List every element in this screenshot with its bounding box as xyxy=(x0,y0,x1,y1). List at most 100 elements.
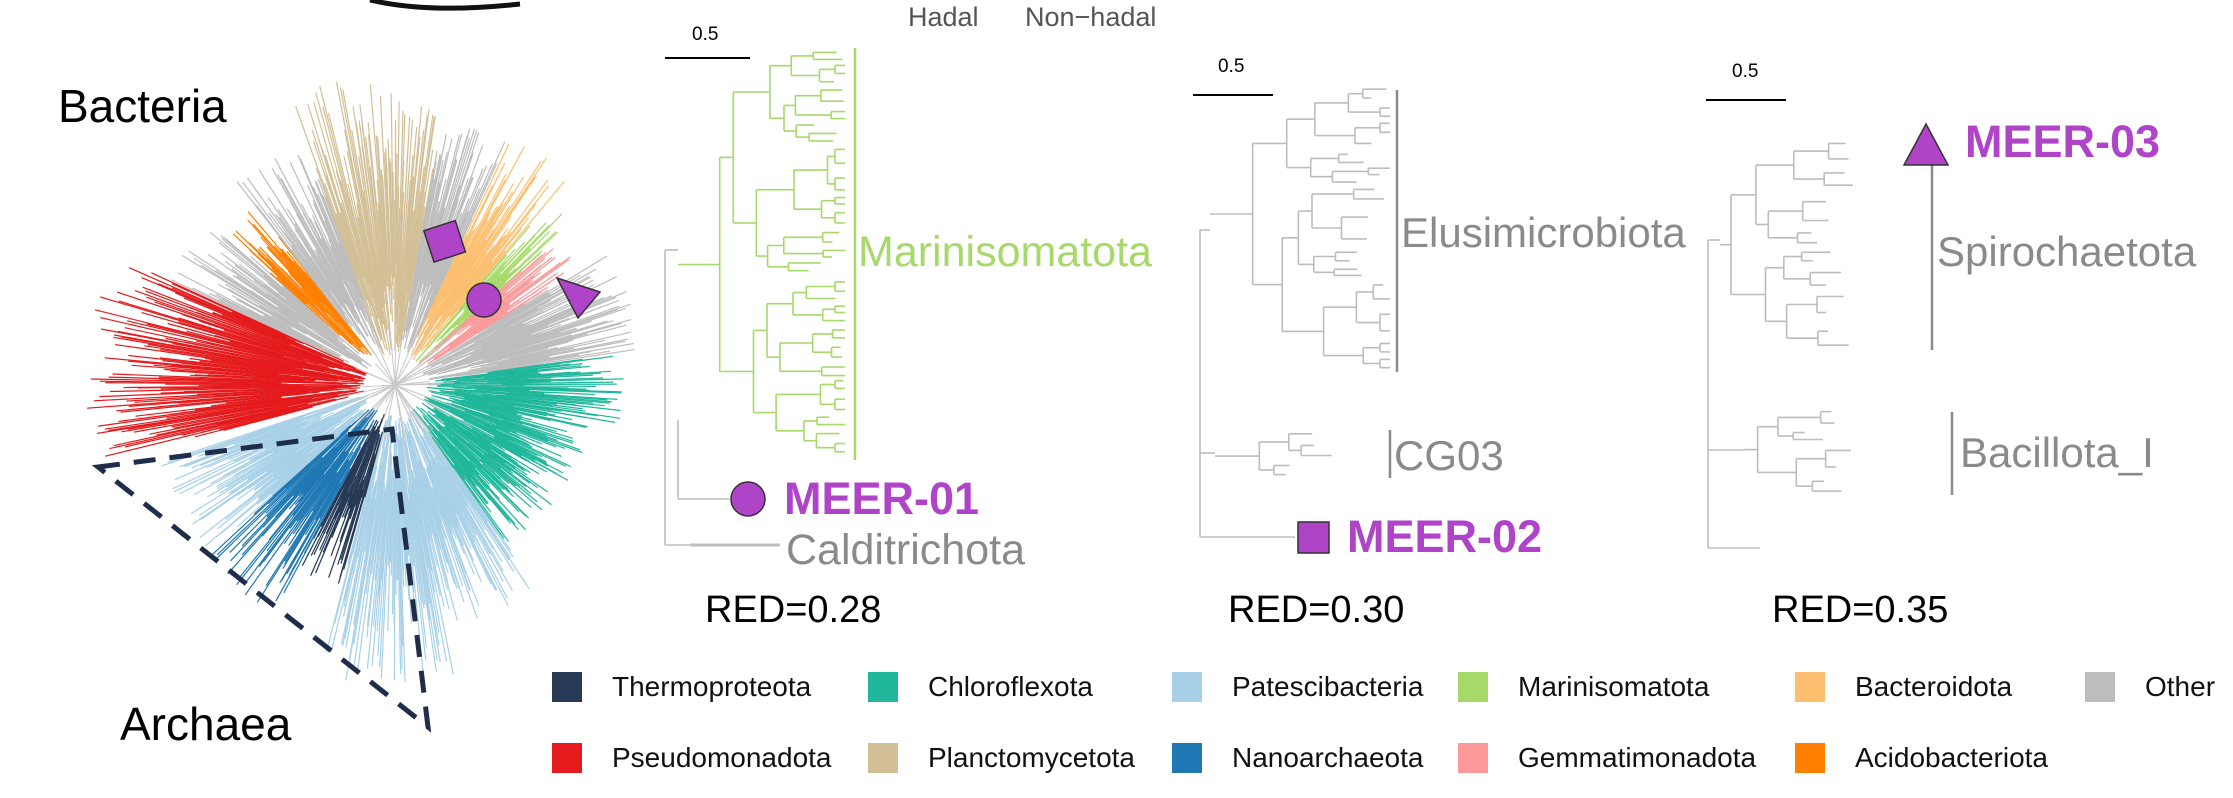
tree-branch xyxy=(473,324,531,351)
tree-branch xyxy=(480,305,579,349)
tree-branch xyxy=(408,166,425,279)
tree-branch xyxy=(328,239,349,281)
tree-branch xyxy=(394,384,410,408)
hadal-label: Hadal xyxy=(908,2,979,32)
tree-branch xyxy=(262,411,335,446)
tree-branch xyxy=(341,199,366,280)
tree-branch xyxy=(456,405,558,441)
tree-branch xyxy=(301,468,353,566)
tree-branch xyxy=(218,241,337,339)
tree-branch xyxy=(304,419,375,536)
tree-branch xyxy=(183,385,358,393)
tree-branch xyxy=(364,338,396,386)
tree-branch xyxy=(435,424,502,490)
tree-branch xyxy=(434,456,504,582)
tree-branch xyxy=(276,276,308,305)
tree-branch xyxy=(141,312,290,356)
tree-branch xyxy=(135,390,344,417)
tree-branch xyxy=(440,479,492,585)
tree-branch xyxy=(358,156,391,355)
tree-branch xyxy=(256,430,343,505)
tree-branch xyxy=(218,299,341,360)
tree-branch xyxy=(355,367,396,386)
tree-branch xyxy=(488,374,594,381)
tree-branch xyxy=(273,245,363,348)
tree-branch xyxy=(415,405,527,517)
tree-branch xyxy=(443,372,601,383)
tree-branch xyxy=(459,231,512,300)
tree-branch xyxy=(123,385,297,389)
marinisomatota-subtree xyxy=(664,51,845,547)
tree-branch xyxy=(432,448,468,507)
genome-label: MEER-02 xyxy=(1347,511,1542,562)
bacteria-label: Bacteria xyxy=(58,80,227,132)
tree-branch xyxy=(186,341,322,371)
tree-branch xyxy=(404,178,435,331)
tree-branch xyxy=(212,311,368,375)
tree-branch xyxy=(436,179,549,330)
tree-branch xyxy=(394,381,430,386)
tree-branch xyxy=(149,405,289,435)
tree-branch xyxy=(394,311,397,386)
tree-branch xyxy=(401,430,438,661)
tree-branch xyxy=(381,384,396,448)
spirochaetota-subtree xyxy=(1707,142,1853,549)
tree-branch xyxy=(421,436,508,599)
tree-branch xyxy=(299,266,342,319)
tree-branch xyxy=(487,377,604,383)
tree-branch xyxy=(104,390,356,430)
tree-branch xyxy=(405,151,448,337)
tree-branch xyxy=(371,438,392,666)
tree-branch xyxy=(172,419,321,490)
tree-branch xyxy=(236,434,341,528)
tree-branch xyxy=(340,489,364,560)
tree-branch xyxy=(279,472,345,584)
tree-branch xyxy=(485,304,525,330)
legend-swatch-pseudomonadota xyxy=(552,743,582,773)
tree-branch xyxy=(182,407,298,436)
tree-branch xyxy=(289,439,356,529)
legend-swatch-gemmatimonadota xyxy=(1458,743,1488,773)
tree-branch xyxy=(487,453,512,472)
tree-branch xyxy=(452,412,538,457)
tree-branch xyxy=(379,95,391,290)
tree-branch xyxy=(324,183,359,280)
tree-branch xyxy=(380,459,393,679)
legend-swatch-nanoarchaeota xyxy=(1172,743,1202,773)
tree-branch xyxy=(383,384,396,419)
tree-branch xyxy=(98,390,351,427)
tree-branch xyxy=(134,388,328,403)
tree-branch xyxy=(285,298,372,367)
tree-branch xyxy=(460,399,551,422)
tree-branch xyxy=(366,415,393,627)
tree-branch xyxy=(413,168,434,275)
tree-branch xyxy=(449,409,571,468)
tree-branch xyxy=(260,410,315,430)
tree-branch xyxy=(350,384,396,431)
tree-branch xyxy=(300,469,323,494)
tree-branch xyxy=(449,217,529,317)
tree-branch xyxy=(397,110,404,296)
tree-branch xyxy=(477,341,569,366)
tree-branch xyxy=(403,458,424,604)
tree-branch xyxy=(290,249,325,293)
tree-branch xyxy=(283,473,334,545)
tree-branch xyxy=(430,162,506,312)
legend-label-nanoarchaeota: Nanoarchaeota xyxy=(1232,742,1424,773)
tree-branch xyxy=(422,476,442,534)
tree-branch xyxy=(359,104,386,305)
tree-branch xyxy=(321,194,384,354)
tree-branch xyxy=(454,390,585,405)
tree-branch xyxy=(413,161,437,283)
tree-branch xyxy=(226,276,308,330)
tree-branch xyxy=(330,465,377,653)
tree-branch xyxy=(254,432,331,490)
tree-branch xyxy=(508,391,618,400)
tree-branch xyxy=(425,468,467,575)
tree-branch xyxy=(410,440,448,564)
tree-branch xyxy=(418,424,486,531)
legend-label-marinisomatota: Marinisomatota xyxy=(1518,671,1710,702)
tree-branch xyxy=(265,468,316,521)
tree-branch xyxy=(487,347,548,364)
tree-branch xyxy=(404,176,415,269)
